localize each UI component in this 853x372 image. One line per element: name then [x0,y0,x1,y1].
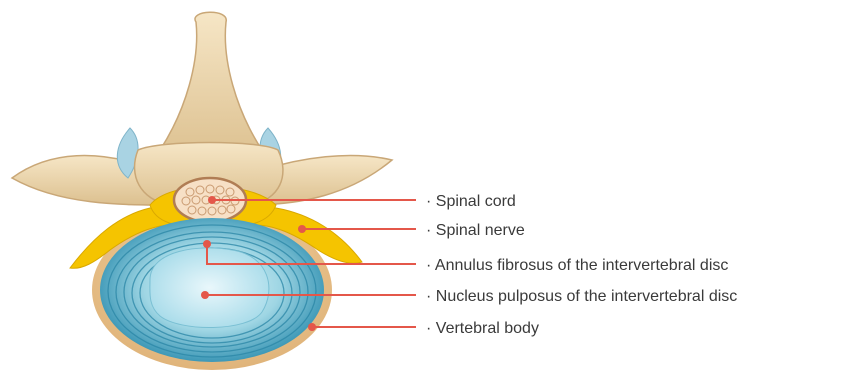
label-nucleus-pulposus: · Nucleus pulposus of the intervertebral… [426,288,737,305]
nucleus-pulposus [150,248,269,328]
label-vertebral-body: · Vertebral body [426,320,539,337]
label-annulus-fibrosus: · Annulus fibrosus of the intervertebral… [426,257,728,274]
spinous-process [160,12,262,161]
label-spinal-cord: · Spinal cord [426,193,516,210]
label-spinal-nerve: · Spinal nerve [426,222,525,239]
